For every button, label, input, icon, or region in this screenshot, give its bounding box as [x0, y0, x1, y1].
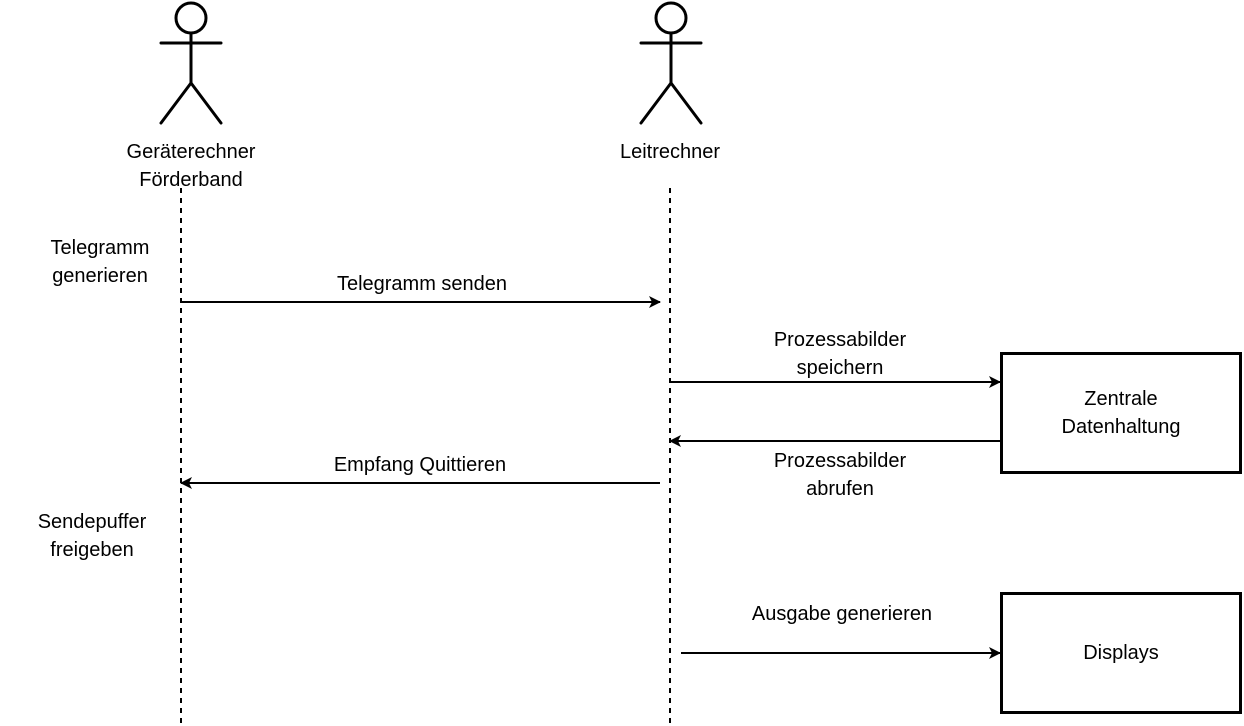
- message-label-line: speichern: [796, 357, 884, 379]
- note-line: freigeben: [50, 539, 134, 561]
- actor-label-line: Leitrechner: [619, 141, 721, 163]
- note-sendepuffer-freigeben: Sendepuffer freigeben: [12, 508, 172, 564]
- actor-figure-leitrechner: [639, 1, 703, 125]
- message-label-line: Ausgabe generieren: [751, 603, 933, 625]
- actor-label-leitrechner: Leitrechner: [570, 138, 770, 166]
- box-displays: Displays: [1000, 592, 1242, 714]
- message-label-line: Empfang Quittieren: [333, 454, 507, 476]
- note-line: Sendepuffer: [37, 511, 147, 533]
- actor-figure-geraeterechner: [159, 1, 223, 125]
- box-label-line: Zentrale: [1084, 388, 1158, 410]
- message-label-ausgabe-generieren: Ausgabe generieren: [732, 600, 952, 628]
- note-telegramm-generieren: Telegramm generieren: [20, 234, 180, 290]
- box-zentrale-datenhaltung: Zentrale Datenhaltung: [1000, 352, 1242, 474]
- actor-label-line: Förderband: [139, 169, 243, 191]
- message-label-telegramm-senden: Telegramm senden: [322, 270, 522, 298]
- actor-label-geraeterechner: Geräterechner Förderband: [91, 138, 291, 194]
- actor-label-line: Geräterechner: [126, 141, 256, 163]
- box-label-line: Displays: [1083, 642, 1159, 664]
- box-label-line: Datenhaltung: [1061, 416, 1181, 438]
- note-line: Telegramm: [50, 237, 150, 259]
- message-label-empfang-quittieren: Empfang Quittieren: [320, 451, 520, 479]
- note-line: generieren: [52, 265, 148, 287]
- message-label-line: Prozessabilder: [773, 450, 907, 472]
- message-label-line: abrufen: [806, 478, 874, 500]
- message-label-prozessabilder-speichern: Prozessabilder speichern: [740, 326, 940, 382]
- message-label-line: Prozessabilder: [773, 329, 907, 351]
- message-label-line: Telegramm senden: [336, 273, 508, 295]
- message-label-prozessabilder-abrufen: Prozessabilder abrufen: [740, 447, 940, 503]
